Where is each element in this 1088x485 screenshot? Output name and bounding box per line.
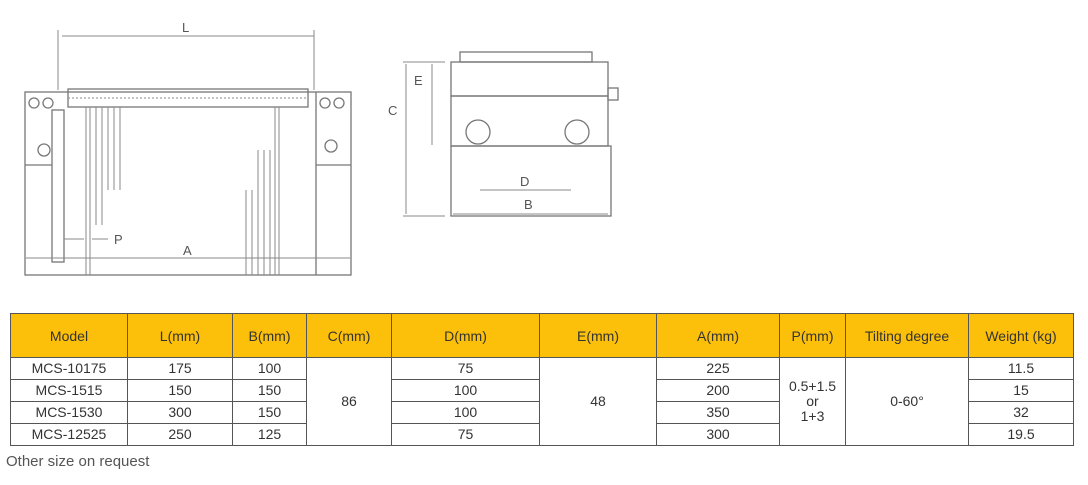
table-header-row: Model L(mm) B(mm) C(mm) D(mm) E(mm) A(mm… xyxy=(10,313,1074,358)
table-row: MCS-10175 175 100 86 75 48 225 0.5+1.5 o… xyxy=(10,357,1074,446)
specifications-table: Model L(mm) B(mm) C(mm) D(mm) E(mm) A(mm… xyxy=(10,313,1074,446)
cell-model: MCS-10175 xyxy=(10,357,128,380)
header-l: L(mm) xyxy=(127,313,233,358)
cell-model: MCS-1515 xyxy=(10,379,128,402)
cell-weight: 19.5 xyxy=(968,423,1074,446)
cell-d: 75 xyxy=(391,357,540,380)
cell-model: MCS-1530 xyxy=(10,401,128,424)
p-line-1: 0.5+1.5 xyxy=(788,378,837,394)
dimension-label-P: P xyxy=(114,232,123,247)
header-tilting: Tilting degree xyxy=(845,313,969,358)
table-row: MCS-1530 300 150 100 350 32 xyxy=(10,401,1074,424)
cell-a: 350 xyxy=(656,401,780,424)
cell-d: 75 xyxy=(391,423,540,446)
cell-weight: 11.5 xyxy=(968,357,1074,380)
cell-l: 150 xyxy=(127,379,233,402)
header-b: B(mm) xyxy=(232,313,307,358)
dimension-label-E: E xyxy=(414,73,423,88)
dimension-label-A: A xyxy=(183,243,192,258)
side-view: C E D B xyxy=(388,51,619,217)
header-d: D(mm) xyxy=(391,313,540,358)
cell-weight: 15 xyxy=(968,379,1074,402)
cell-tilting-merged: 0-60° xyxy=(845,357,969,446)
header-p: P(mm) xyxy=(779,313,846,358)
header-a: A(mm) xyxy=(656,313,780,358)
dimension-label-C: C xyxy=(388,103,397,118)
cell-c-merged: 86 xyxy=(306,357,392,446)
table-row: MCS-12525 250 125 75 300 19.5 xyxy=(10,423,1074,446)
cell-a: 200 xyxy=(656,379,780,402)
cell-d: 100 xyxy=(391,401,540,424)
p-line-3: 1+3 xyxy=(800,408,825,424)
header-weight: Weight (kg) xyxy=(968,313,1074,358)
cell-b: 150 xyxy=(232,379,307,402)
header-e: E(mm) xyxy=(539,313,657,358)
cell-a: 225 xyxy=(656,357,780,380)
header-c: C(mm) xyxy=(306,313,392,358)
cell-e-merged: 48 xyxy=(539,357,657,446)
cell-weight: 32 xyxy=(968,401,1074,424)
cell-model: MCS-12525 xyxy=(10,423,128,446)
cell-d: 100 xyxy=(391,379,540,402)
p-line-2: or xyxy=(806,393,819,409)
front-view: L P A xyxy=(24,20,352,276)
dimension-label-L: L xyxy=(182,20,189,35)
header-model: Model xyxy=(10,313,128,358)
cell-l: 250 xyxy=(127,423,233,446)
cell-p-merged: 0.5+1.5 or 1+3 xyxy=(779,357,846,446)
cell-b: 150 xyxy=(232,401,307,424)
dimension-label-B: B xyxy=(524,197,533,212)
technical-drawing: L P A C E D B xyxy=(24,20,619,276)
footnote: Other size on request xyxy=(6,453,150,470)
dimension-label-D: D xyxy=(520,174,529,189)
cell-l: 300 xyxy=(127,401,233,424)
cell-l: 175 xyxy=(127,357,233,380)
cell-b: 125 xyxy=(232,423,307,446)
cell-a: 300 xyxy=(656,423,780,446)
cell-b: 100 xyxy=(232,357,307,380)
